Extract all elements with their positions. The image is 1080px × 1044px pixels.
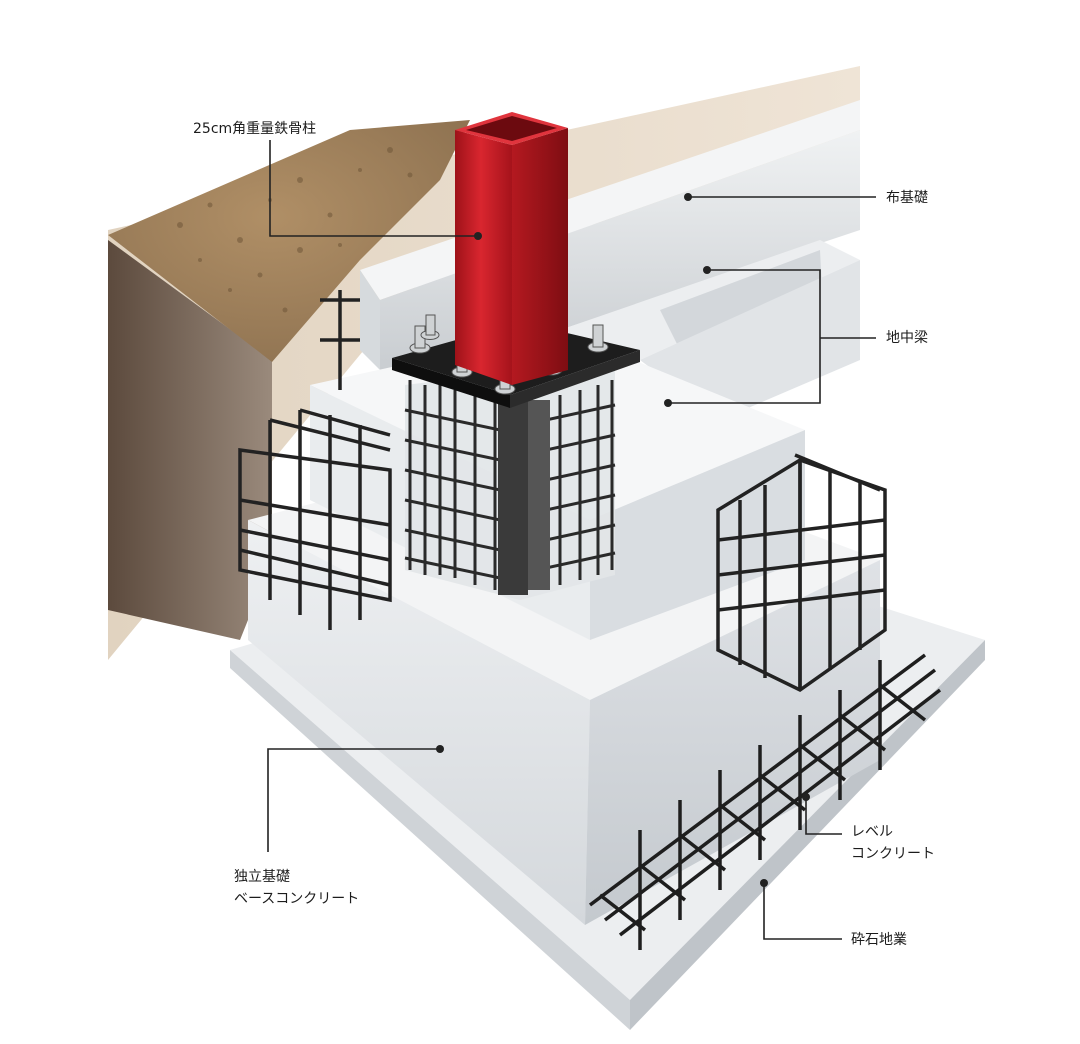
label-level-concrete: レベル コンクリート bbox=[851, 822, 935, 865]
steel-column-front bbox=[455, 130, 512, 385]
gravel-top-surface bbox=[108, 120, 470, 362]
footing-base-right-face bbox=[585, 560, 880, 925]
steel-column-side bbox=[512, 128, 568, 385]
crushed-stone-slab-right-edge bbox=[630, 640, 985, 1030]
label-strip-foundation-text: 布基礎 bbox=[886, 190, 928, 206]
gravel-texture bbox=[177, 147, 413, 313]
label-crushed-stone-text: 砕石地業 bbox=[851, 932, 907, 948]
label-grade-beam: 地中梁 bbox=[886, 328, 928, 350]
leader-dots bbox=[436, 193, 810, 887]
leader-level-concrete bbox=[805, 797, 842, 835]
label-crushed-stone: 砕石地業 bbox=[851, 930, 907, 952]
soil-cut-face bbox=[108, 240, 272, 640]
leader-column bbox=[269, 140, 478, 237]
label-isolated-footing-line1: 独立基礎 bbox=[234, 869, 290, 885]
base-plate-edge bbox=[392, 358, 510, 408]
right-rebar-cage bbox=[716, 453, 887, 693]
strip-foundation-end bbox=[360, 270, 380, 370]
steel-column-hollow bbox=[466, 116, 557, 141]
label-isolated-footing-line2: ベースコンクリート bbox=[234, 890, 360, 907]
label-grade-beam-text: 地中梁 bbox=[886, 330, 928, 346]
label-level-concrete-line2: コンクリート bbox=[851, 845, 935, 862]
crushed-stone-slab-left-edge bbox=[230, 650, 630, 1030]
label-steel-column-text: 25cm角重量鉄骨柱 bbox=[193, 121, 317, 137]
label-level-concrete-line1: レベル bbox=[851, 824, 893, 840]
label-isolated-footing: 独立基礎 ベースコンクリート bbox=[234, 867, 359, 910]
label-steel-column: 25cm角重量鉄骨柱 bbox=[193, 119, 316, 141]
footing-base-left-face bbox=[248, 520, 590, 925]
pedestal-right-face bbox=[590, 430, 805, 640]
column-stub bbox=[498, 400, 528, 595]
left-rebar-mesh bbox=[238, 290, 392, 630]
leader-grade-beam bbox=[668, 269, 876, 404]
leader-crushed-stone bbox=[763, 883, 842, 940]
leader-lines bbox=[267, 140, 876, 940]
base-plate-edge-right bbox=[510, 350, 640, 408]
column-stub-face bbox=[528, 400, 550, 590]
bottom-rebar-mesh bbox=[588, 653, 942, 950]
leader-isolated-footing bbox=[267, 748, 440, 852]
grade-beam-side bbox=[640, 260, 860, 420]
label-strip-foundation: 布基礎 bbox=[886, 188, 928, 210]
